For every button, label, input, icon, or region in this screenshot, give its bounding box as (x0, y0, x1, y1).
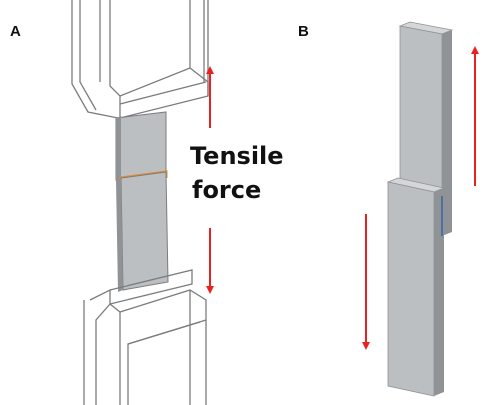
panel-b: B (298, 21, 479, 397)
lower-grip-fixture (83, 269, 207, 405)
panel-b-label: B (298, 23, 309, 40)
lower-adherend-block (386, 177, 446, 397)
panel-a-label: A (10, 23, 21, 40)
panel-a: A (10, 0, 284, 405)
upper-adherend-strip (115, 111, 167, 181)
annotation-tensile: Tensile (190, 142, 284, 170)
annotation-force: force (192, 176, 261, 204)
lower-adherend-strip (116, 171, 169, 292)
upper-grip-fixture (71, 0, 209, 119)
